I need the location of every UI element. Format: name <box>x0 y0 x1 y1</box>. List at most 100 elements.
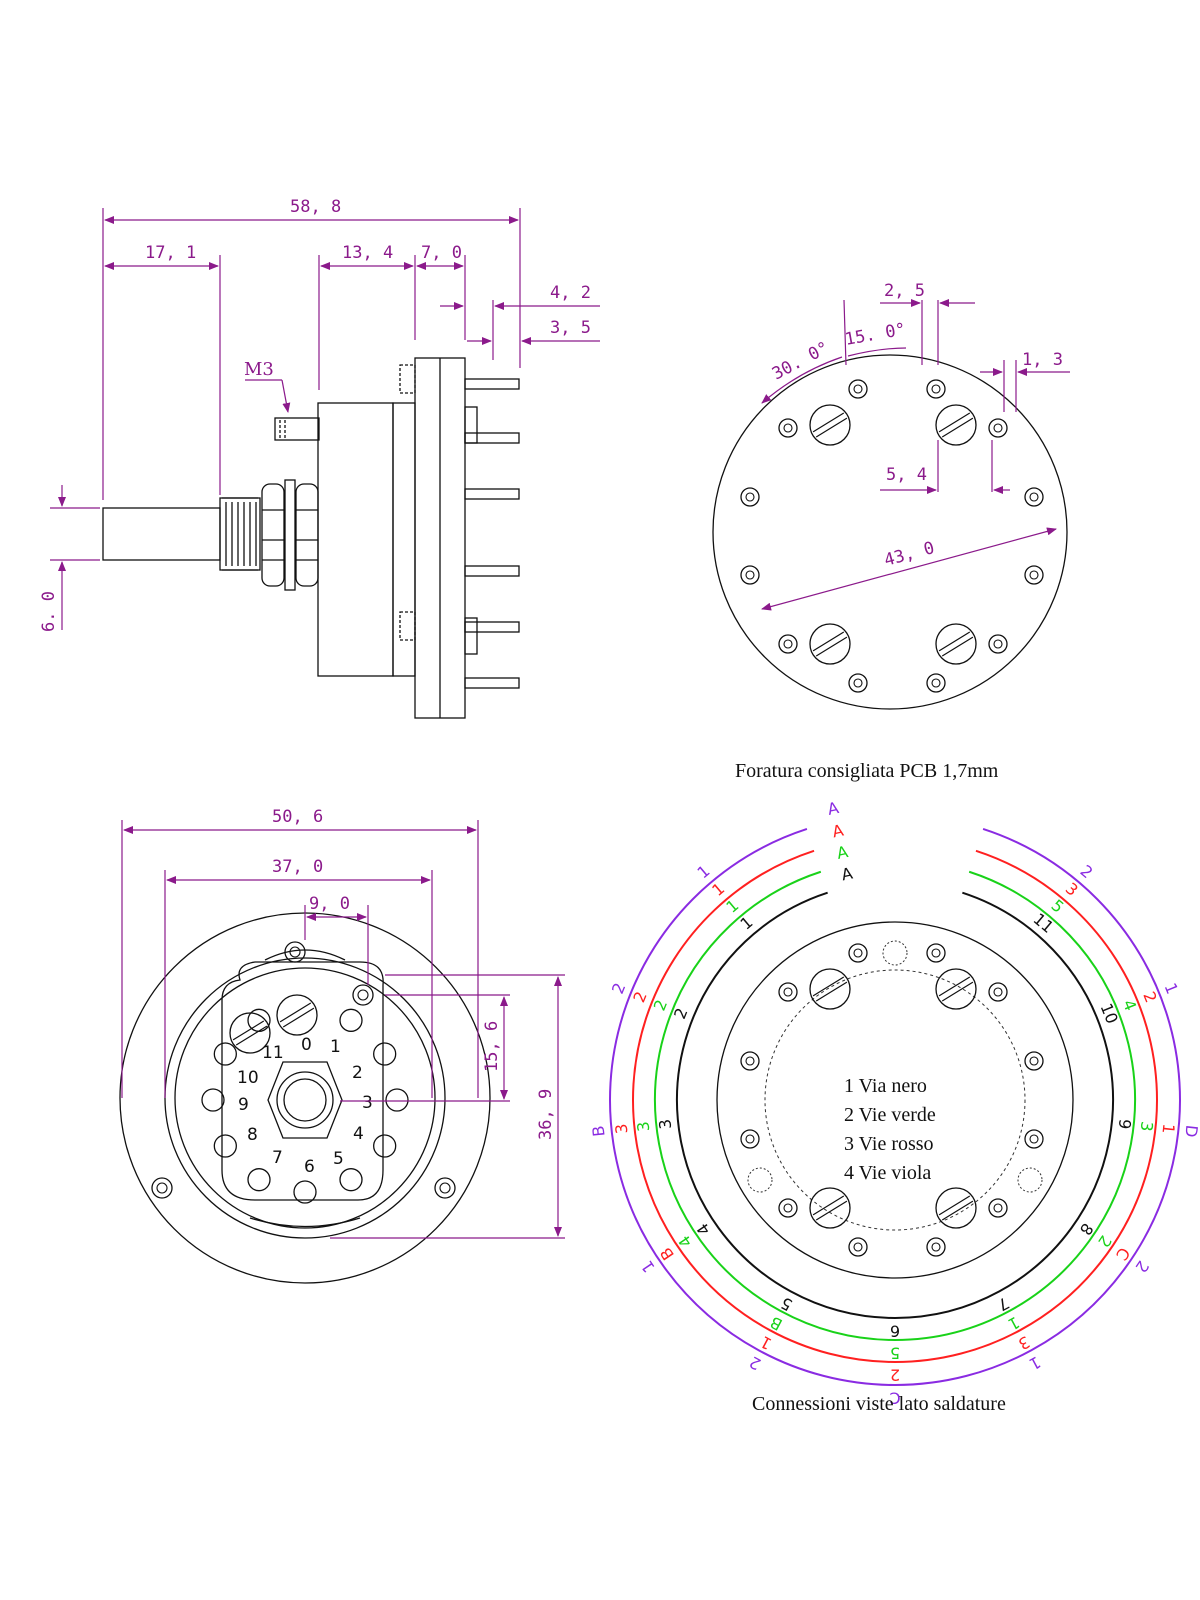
front-screw <box>229 1012 271 1054</box>
pcb-hole <box>988 634 1008 654</box>
dim-wafer-length: 7, 0 <box>421 243 462 263</box>
legend: 1 Via nero 2 Vie verde 3 Vie rosso 4 Vie… <box>844 1075 936 1184</box>
mounting-hole <box>151 1177 173 1199</box>
terminal-label: B <box>589 1125 609 1138</box>
position-0: 0 <box>301 1035 312 1055</box>
pcb-hole <box>740 487 760 507</box>
nut-1 <box>261 483 285 587</box>
dim-front-height-small: 15, 6 <box>482 1021 502 1072</box>
connection-rings: A1234567891011A1234B512345A123B123C123A1… <box>589 798 1200 1407</box>
contact-hole <box>339 1168 363 1192</box>
conn-hole <box>926 943 946 963</box>
pcb-hole <box>848 379 868 399</box>
dim-pcb-diameter: 43, 0 <box>882 538 937 571</box>
contact-hole <box>373 1042 397 1066</box>
position-numbers: 0 1 2 3 4 5 6 7 8 9 10 11 <box>237 1035 373 1177</box>
pcb-hole <box>778 634 798 654</box>
terminal-label: 9 <box>1115 1118 1135 1130</box>
legend-item-2: 2 Vie verde <box>844 1104 936 1126</box>
terminal-label: 3 <box>633 1120 653 1132</box>
dim-hole-offset: 5, 4 <box>886 465 927 485</box>
conn-hole <box>926 1237 946 1257</box>
terminal-label: 1 <box>637 1257 658 1276</box>
shaft <box>102 507 221 561</box>
terminal-label: A <box>830 821 845 842</box>
m3-label: M3 <box>244 359 274 380</box>
position-10: 10 <box>237 1068 259 1088</box>
dashed-hole <box>1017 1167 1043 1193</box>
conn-hole <box>778 1198 798 1218</box>
terminal-label: 5 <box>1048 896 1068 917</box>
terminal-label: D <box>1181 1124 1200 1138</box>
dim-front-hole-offset: 9, 0 <box>309 894 350 914</box>
terminal-label: 1 <box>722 896 742 917</box>
side-view: 58, 8 17, 1 13, 4 7, 0 4, 2 3, 5 6. 0 M3 <box>39 197 600 719</box>
pcb-screw <box>935 623 977 665</box>
conn-pcb-outline <box>716 921 1074 1279</box>
conn-screw <box>935 1187 977 1229</box>
dim-front-height-large: 36, 9 <box>536 1089 556 1140</box>
terminal-label: C <box>889 1389 900 1408</box>
mounting-hole <box>284 941 306 963</box>
pcb-screw <box>809 623 851 665</box>
mounting-plate <box>392 402 416 677</box>
solder-pins <box>464 378 520 689</box>
dim-top-offset: 2, 5 <box>884 281 925 301</box>
dashed-hole <box>747 1167 773 1193</box>
conn-screw <box>935 968 977 1010</box>
ring-rosso <box>632 849 1158 1363</box>
switch-body <box>317 402 394 677</box>
terminal-label: 2 <box>746 1352 764 1374</box>
contact-hole <box>247 1168 271 1192</box>
connections-caption: Connessioni viste lato saldature <box>752 1393 1006 1415</box>
pcb-hole <box>848 673 868 693</box>
conn-hole <box>778 982 798 1002</box>
conn-screw <box>809 1187 851 1229</box>
legend-item-3: 3 Vie rosso <box>844 1133 934 1155</box>
dim-pin-gap: 1, 3 <box>1022 350 1063 370</box>
contact-hole <box>201 1088 225 1112</box>
position-2: 2 <box>352 1063 363 1083</box>
front-screw <box>276 994 318 1036</box>
conn-hole <box>1024 1129 1044 1149</box>
dim-shaft-length: 17, 1 <box>145 243 196 263</box>
contact-hole <box>213 1134 237 1158</box>
terminal-label: 3 <box>1137 1120 1157 1132</box>
pcb-screw <box>809 404 851 446</box>
terminal-label: 1 <box>1161 980 1182 997</box>
conn-hole <box>1024 1051 1044 1071</box>
terminal-label: 3 <box>655 1118 675 1130</box>
position-8: 8 <box>247 1125 258 1145</box>
dim-shaft-diameter: 6. 0 <box>39 591 59 632</box>
contact-hole <box>293 1180 317 1204</box>
terminal-label: 3 <box>612 1123 632 1135</box>
terminal-label: 2 <box>890 1366 900 1385</box>
ring-nero <box>676 891 1114 1319</box>
dim-angle-15: 15. 0° <box>843 320 907 350</box>
legend-item-1: 1 Via nero <box>844 1075 927 1097</box>
terminal-label: 1 <box>1159 1123 1179 1135</box>
terminal-label: 1 <box>737 912 757 933</box>
conn-hole <box>988 982 1008 1002</box>
dim-pin-offset-2: 3, 5 <box>550 318 591 338</box>
pcb-hole <box>740 565 760 585</box>
pcb-view: 30. 0° 15. 0° 2, 5 1, 3 5, 4 43, 0 Forat… <box>712 281 1070 782</box>
position-3: 3 <box>362 1093 373 1113</box>
dim-front-width-inner: 37, 0 <box>272 857 323 877</box>
terminal-label: 1 <box>693 861 713 882</box>
nut-2 <box>295 483 319 587</box>
position-6: 6 <box>304 1157 315 1177</box>
conn-hole <box>848 943 868 963</box>
dim-front-width-outer: 50, 6 <box>272 807 323 827</box>
dim-body-length: 13, 4 <box>342 243 393 263</box>
contact-hole <box>213 1042 237 1066</box>
terminal-label: 2 <box>1077 861 1097 882</box>
ring-verde <box>654 870 1136 1341</box>
mounting-hole <box>434 1177 456 1199</box>
contact-hole <box>373 1134 397 1158</box>
position-1: 1 <box>330 1037 341 1057</box>
legend-item-4: 4 Vie viola <box>844 1162 931 1184</box>
pcb-outline <box>712 354 1068 710</box>
connections-view: A1234567891011A1234B512345A123B123C123A1… <box>589 798 1200 1415</box>
